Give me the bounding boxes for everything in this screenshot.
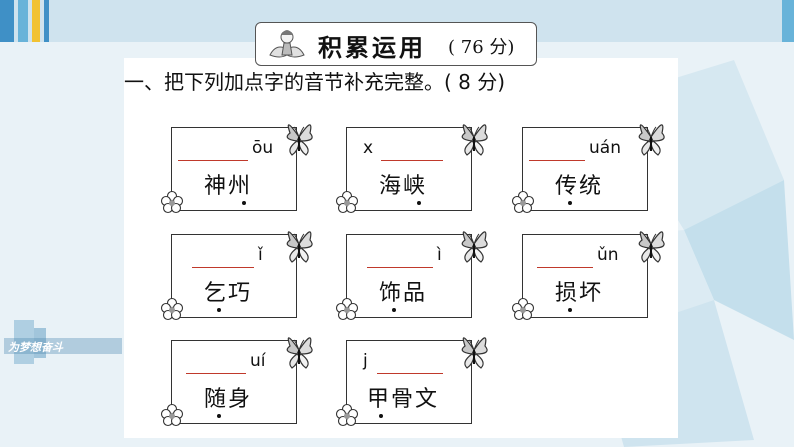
- pinyin-hint: ì: [437, 245, 442, 265]
- pinyin-hint: ōu: [252, 138, 274, 158]
- flower-icon: [335, 297, 359, 321]
- pinyin-card: uí 随身: [171, 340, 297, 424]
- question-prompt: 一、把下列加点字的音节补充完整。( 8 分): [124, 70, 506, 94]
- emphasis-dot: [217, 414, 221, 418]
- stripe-decoration: [44, 0, 49, 42]
- emphasis-dot: [242, 201, 246, 205]
- stripe-decoration: [18, 0, 28, 42]
- butterfly-icon: [286, 336, 314, 369]
- fairy-mascot-icon: [269, 30, 305, 58]
- watermark-text: 为梦想奋斗: [8, 341, 64, 354]
- emphasis-dot: [217, 308, 221, 312]
- word-text: 甲骨文: [367, 387, 440, 412]
- pinyin-card: ǐ 乞巧: [171, 234, 297, 318]
- butterfly-icon: [461, 123, 489, 156]
- pinyin-card: x 海峡: [346, 127, 472, 211]
- word-text: 海峡: [379, 174, 428, 199]
- stripe-decoration: [0, 0, 14, 42]
- word-text: 损坏: [555, 281, 604, 306]
- section-title: 积累运用: [318, 34, 426, 62]
- word-text: 传统: [555, 174, 604, 199]
- butterfly-icon: [286, 230, 314, 263]
- section-banner: 积累运用 ( 76 分): [255, 22, 537, 66]
- emphasis-dot: [568, 308, 572, 312]
- flower-icon: [160, 297, 184, 321]
- answer-blank[interactable]: [192, 267, 254, 268]
- answer-blank[interactable]: [377, 373, 443, 374]
- word-text: 随身: [204, 387, 253, 412]
- pinyin-card: j 甲骨文: [346, 340, 472, 424]
- section-score: ( 76 分): [448, 37, 515, 58]
- stripe-decoration: [32, 0, 40, 42]
- answer-blank[interactable]: [367, 267, 433, 268]
- butterfly-icon: [286, 123, 314, 156]
- emphasis-dot: [379, 414, 383, 418]
- word-text: 饰品: [379, 281, 428, 306]
- pinyin-hint: ǔn: [597, 245, 619, 265]
- pinyin-card: uán 传统: [522, 127, 648, 211]
- flower-icon: [160, 403, 184, 427]
- emphasis-dot: [417, 201, 421, 205]
- pinyin-hint: uí: [250, 351, 266, 371]
- word-text: 乞巧: [204, 281, 253, 306]
- word-text: 神州: [204, 174, 253, 199]
- answer-blank[interactable]: [529, 160, 585, 161]
- butterfly-icon: [461, 230, 489, 263]
- stripe-decoration: [782, 0, 794, 42]
- butterfly-icon: [461, 336, 489, 369]
- pinyin-hint: j: [363, 351, 368, 371]
- flower-icon: [160, 190, 184, 214]
- pinyin-card: ǔn 损坏: [522, 234, 648, 318]
- pinyin-hint: uán: [589, 138, 621, 158]
- pinyin-hint: ǐ: [258, 245, 263, 265]
- pinyin-card: ōu 神州: [171, 127, 297, 211]
- answer-blank[interactable]: [381, 160, 443, 161]
- answer-blank[interactable]: [186, 373, 246, 374]
- emphasis-dot: [568, 201, 572, 205]
- flower-icon: [511, 190, 535, 214]
- flower-icon: [511, 297, 535, 321]
- answer-blank[interactable]: [537, 267, 593, 268]
- butterfly-icon: [638, 230, 666, 263]
- pinyin-card: ì 饰品: [346, 234, 472, 318]
- pinyin-hint: x: [363, 138, 374, 158]
- flower-icon: [335, 190, 359, 214]
- answer-blank[interactable]: [178, 160, 248, 161]
- watermark-logo: 为梦想奋斗: [4, 318, 122, 366]
- butterfly-icon: [638, 123, 666, 156]
- emphasis-dot: [392, 308, 396, 312]
- flower-icon: [335, 403, 359, 427]
